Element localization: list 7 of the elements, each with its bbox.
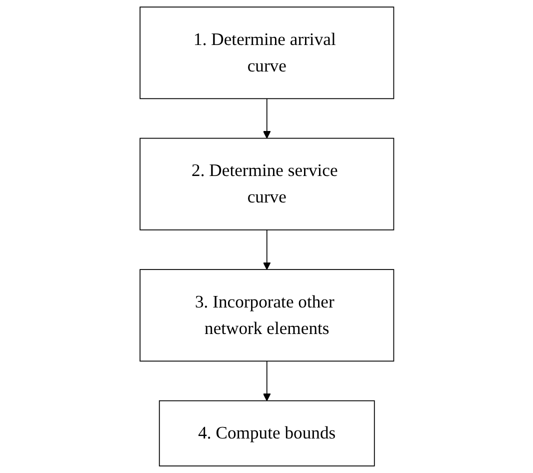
- arrow: [262, 360, 270, 402]
- node-box: 2. Determine service curve: [139, 138, 394, 230]
- arrow: [262, 229, 270, 270]
- arrow: [262, 98, 270, 139]
- node-box: 4. Compute bounds: [158, 400, 374, 466]
- node-box: 3. Incorporate other network elements: [139, 269, 394, 362]
- node-box: 1. Determine arrival curve: [139, 6, 394, 100]
